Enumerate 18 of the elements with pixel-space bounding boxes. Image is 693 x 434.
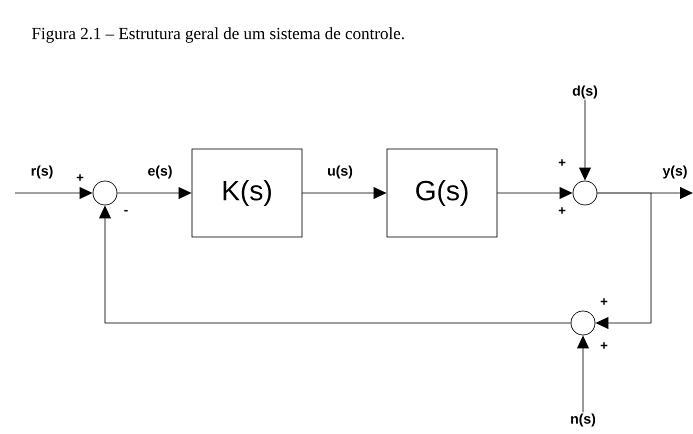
signal-label: y(s) (662, 164, 688, 180)
sign: + (76, 174, 84, 181)
block-box: K(s) (192, 148, 302, 238)
signal-label: n(s) (571, 413, 596, 427)
block-box: G(s) (386, 148, 498, 238)
signal-label: e(s) (146, 164, 174, 180)
summing-junction (570, 310, 596, 336)
sign: + (600, 342, 608, 349)
signal-label: u(s) (326, 164, 354, 180)
sign: + (600, 298, 608, 305)
sign: + (558, 207, 566, 214)
signal-label: d(s) (572, 85, 598, 99)
sign: - (124, 210, 128, 212)
sign: + (558, 159, 566, 166)
signal-label: r(s) (30, 164, 54, 180)
summing-junction (92, 180, 118, 206)
summing-junction (572, 180, 598, 206)
caption: Figura 2.1 – Estrutura geral de um sistema de controle. (32, 27, 404, 43)
